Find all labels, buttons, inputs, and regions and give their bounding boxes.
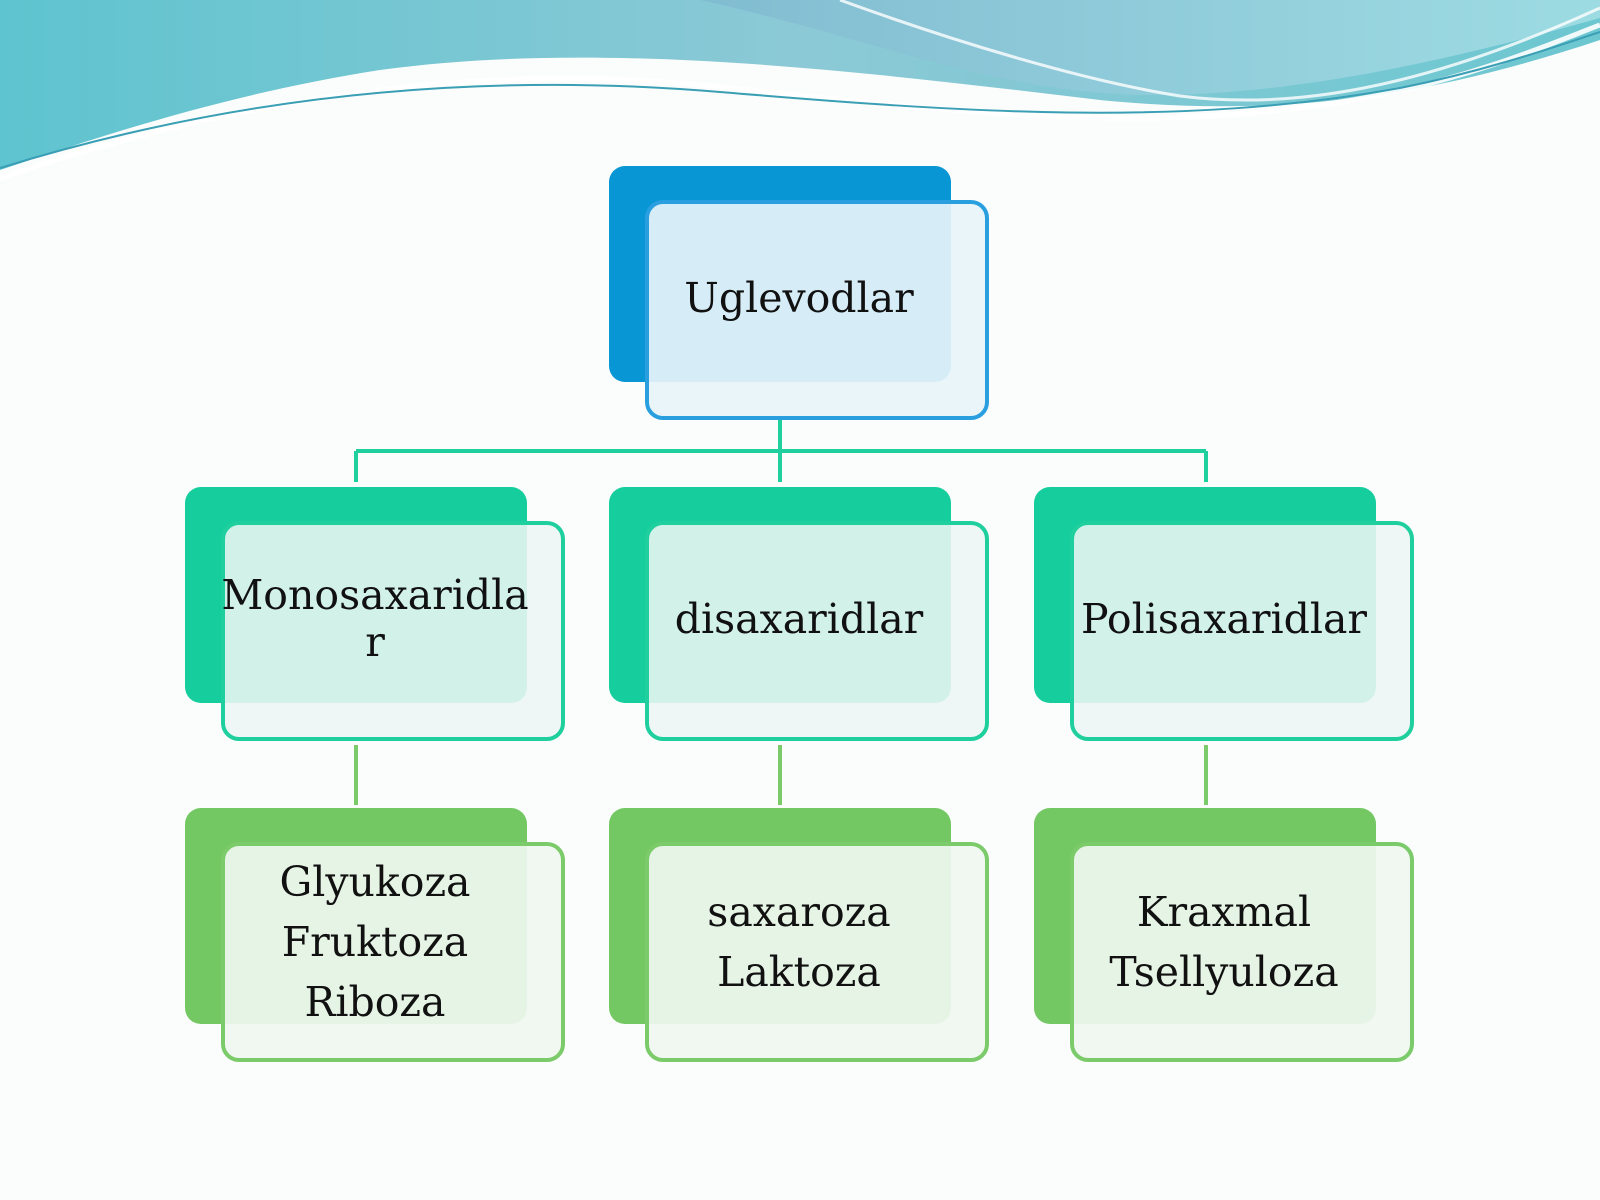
category-node-disaxaridlar: disaxaridlar bbox=[609, 487, 989, 741]
category-node-box: disaxaridlar bbox=[645, 521, 989, 741]
examples-node-polisaxaridlar: Kraxmal Tsellyuloza bbox=[1034, 808, 1414, 1062]
examples-label: Glyukoza Fruktoza Riboza bbox=[279, 858, 471, 1026]
examples-label: saxaroza Laktoza bbox=[707, 888, 891, 996]
decorative-wave-header bbox=[0, 0, 1600, 181]
root-node-box: Uglevodlar bbox=[645, 200, 989, 420]
examples-label: Kraxmal Tsellyuloza bbox=[1109, 888, 1339, 996]
examples-node-box: saxaroza Laktoza bbox=[645, 842, 989, 1062]
examples-node-monosaxaridlar: Glyukoza Fruktoza Riboza bbox=[185, 808, 565, 1062]
examples-node-box: Kraxmal Tsellyuloza bbox=[1070, 842, 1414, 1062]
examples-node-disaxaridlar: saxaroza Laktoza bbox=[609, 808, 989, 1062]
category-node-polisaxaridlar: Polisaxaridlar bbox=[1034, 487, 1414, 741]
root-node: Uglevodlar bbox=[609, 166, 989, 420]
category-label: Polisaxaridlar bbox=[1081, 594, 1367, 643]
category-label: disaxaridlar bbox=[674, 594, 924, 643]
root-label: Uglevodlar bbox=[684, 273, 914, 322]
category-node-box: Polisaxaridlar bbox=[1070, 521, 1414, 741]
category-node-box: Monosaxaridla r bbox=[221, 521, 565, 741]
category-node-monosaxaridlar: Monosaxaridla r bbox=[185, 487, 565, 741]
category-label: Monosaxaridla r bbox=[221, 571, 529, 666]
examples-node-box: Glyukoza Fruktoza Riboza bbox=[221, 842, 565, 1062]
